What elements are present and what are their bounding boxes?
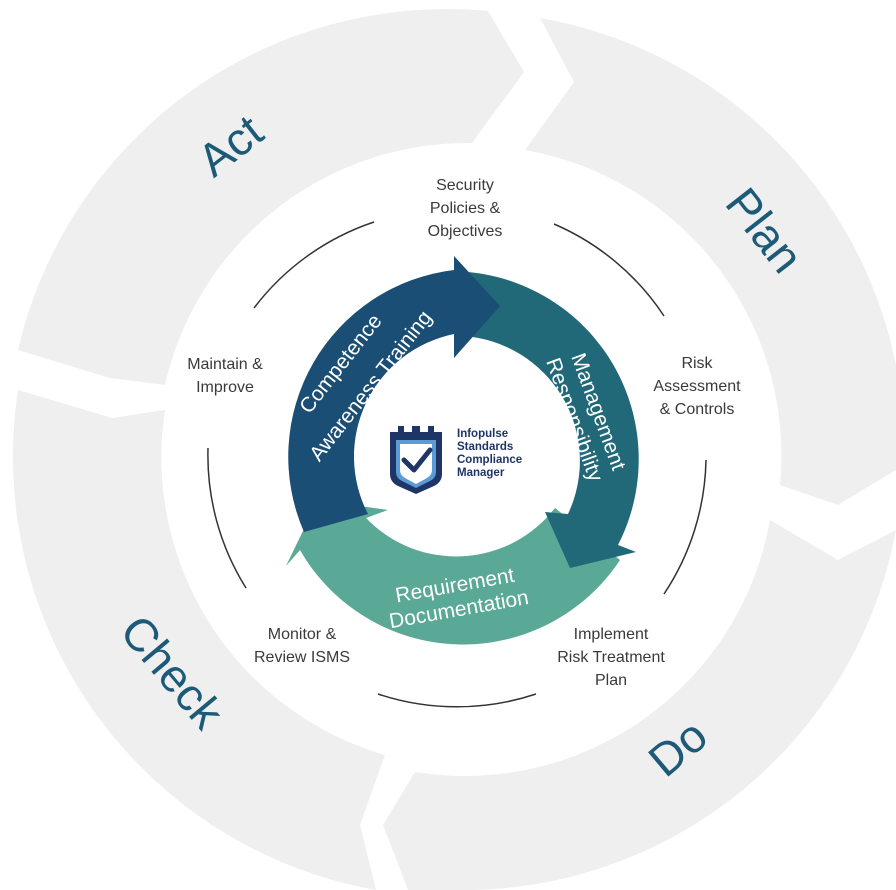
arrow-management	[462, 272, 639, 568]
step-security-policies-line-2: Policies &	[430, 200, 501, 217]
shield-check-icon	[390, 426, 442, 494]
segment-check	[12, 390, 385, 890]
step-monitor-review-line-1: Monitor &	[268, 626, 337, 643]
step-implement-risk-line-3: Plan	[595, 672, 627, 689]
center-logo: Infopulse Standards Compliance Manager	[390, 426, 522, 494]
step-maintain-improve-line-1: Maintain &	[187, 356, 263, 373]
step-security-policies-line-1: Security	[436, 177, 494, 194]
segment-do	[383, 520, 896, 890]
segment-act	[18, 9, 524, 385]
logo-line-1: Infopulse	[457, 428, 508, 440]
step-risk-assessment-line-2: Assessment	[653, 378, 741, 395]
pdca-outer-ring	[12, 9, 896, 890]
core-cycle: Competence Awareness Training Management…	[286, 256, 639, 645]
step-implement-risk-line-1: Implement	[574, 626, 649, 643]
arc-top-left	[253, 221, 375, 309]
segment-plan	[525, 18, 896, 505]
arc-top-right	[553, 223, 665, 317]
step-maintain-improve-line-2: Improve	[196, 379, 254, 396]
logo-line-4: Manager	[457, 467, 505, 479]
step-implement-risk-line-2: Risk Treatment	[557, 649, 665, 666]
arrow-requirement	[286, 500, 620, 645]
logo-line-3: Compliance	[457, 454, 522, 466]
step-risk-assessment-line-3: & Controls	[660, 401, 735, 418]
connector-arcs	[207, 221, 707, 708]
arc-left	[207, 447, 247, 589]
step-labels: Security Policies & Objectives Risk Asse…	[187, 177, 741, 689]
step-risk-assessment-line-1: Risk	[681, 355, 713, 372]
arrow-competence	[288, 256, 500, 532]
step-security-policies-line-3: Objectives	[428, 223, 503, 240]
step-monitor-review-line-2: Review ISMS	[254, 649, 350, 666]
arc-right	[663, 459, 707, 595]
logo-line-2: Standards	[457, 441, 513, 453]
arc-bottom	[377, 693, 537, 708]
